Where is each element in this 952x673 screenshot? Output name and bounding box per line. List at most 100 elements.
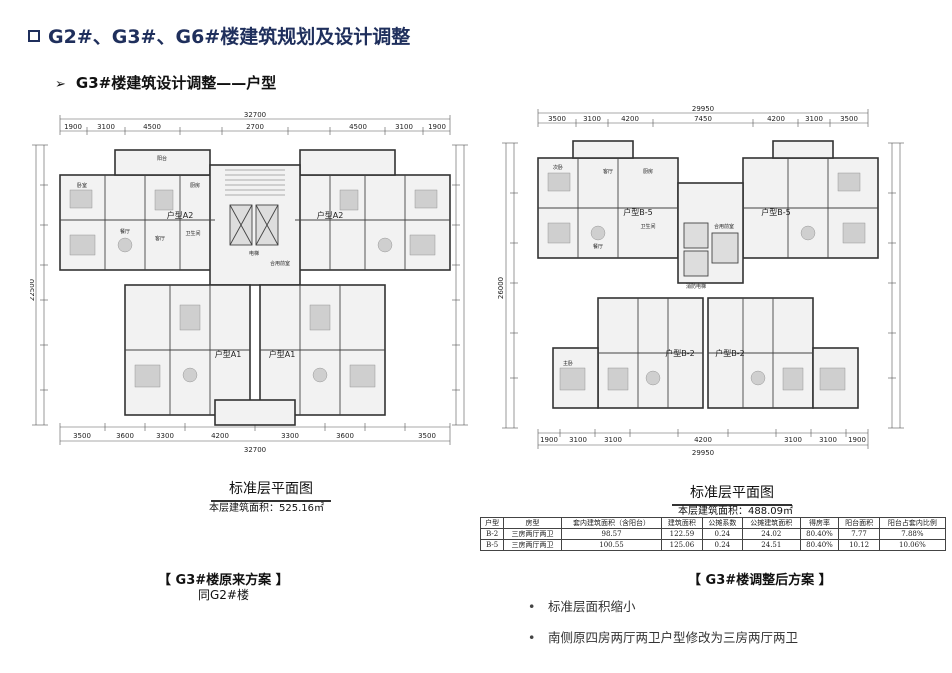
left-side-total: 22500: [30, 279, 36, 301]
right-bottom-dim: 3100: [819, 436, 837, 444]
table-cell: 7.77: [838, 528, 880, 540]
room-label: 厨房: [643, 168, 653, 175]
left-bottom-total: 32700: [244, 446, 266, 454]
page-title: G2#、G3#、G6#楼建筑规划及设计调整: [28, 22, 410, 49]
room-label: 合用前室: [714, 223, 734, 230]
original-scheme-note: 同G2#楼: [198, 588, 249, 602]
right-top-total: 29950: [692, 105, 714, 113]
table-row: B-5 三房两厅两卫 100.55 125.06 0.24 24.51 80.4…: [479, 539, 947, 551]
table-header-cell: 阳台面积: [838, 517, 880, 529]
left-bottom-dim: 3300: [281, 432, 299, 440]
left-top-dim: 3100: [395, 123, 413, 131]
right-plan-area: 本层建筑面积：488.09㎡: [678, 506, 793, 517]
right-bottom-dim: 1900: [848, 436, 866, 444]
right-bottom-dim: 3100: [784, 436, 802, 444]
table-cell: 24.51: [742, 539, 801, 551]
table-cell: 100.55: [560, 539, 663, 551]
table-header-cell: 得房率: [799, 517, 840, 529]
unit-label: 户型A2: [167, 210, 194, 220]
right-top-dim: 4200: [621, 115, 639, 123]
right-bottom-dim: 3100: [569, 436, 587, 444]
table-cell: 7.88%: [878, 528, 947, 540]
room-label: 主卧: [563, 360, 573, 367]
left-bottom-dim: 3300: [156, 432, 174, 440]
left-bottom-dim: 3600: [116, 432, 134, 440]
table-row: B-2 三房两厅两卫 98.57 122.59 0.24 24.02 80.40…: [479, 528, 947, 540]
table-cell: 122.59: [661, 528, 703, 540]
arrow-bullet-icon: ➢: [55, 77, 66, 92]
table-cell: 125.06: [661, 539, 703, 551]
table-cell: 10.06%: [878, 539, 947, 551]
left-bottom-dim: 3500: [418, 432, 436, 440]
room-label: 阳台: [157, 155, 167, 162]
room-label: 卧室: [77, 182, 87, 189]
unit-label: 户型A2: [317, 210, 344, 220]
room-label: 餐厅: [593, 243, 603, 250]
table-cell: B-2: [479, 528, 505, 540]
right-bottom-dim: 1900: [540, 436, 558, 444]
section-subtitle-text: G3#楼建筑设计调整——户型: [75, 74, 277, 92]
adjusted-scheme-title: 【 G3#楼调整后方案 】: [688, 573, 832, 588]
original-scheme-title: 【 G3#楼原来方案 】: [158, 573, 289, 588]
table-header-cell: 建筑面积: [661, 517, 703, 529]
room-label: 客厅: [603, 168, 613, 175]
left-bottom-dim: 3600: [336, 432, 354, 440]
unit-label: 户型B-2: [665, 348, 694, 358]
left-plan-caption: 标准层平面图: [211, 478, 331, 502]
left-top-total: 32700: [244, 111, 266, 119]
right-top-dim: 3500: [548, 115, 566, 123]
table-cell: 三房两厅两卫: [503, 539, 562, 551]
table-cell: 80.40%: [799, 528, 840, 540]
list-item: 标准层面积缩小: [528, 596, 798, 615]
room-label: 客厅: [155, 235, 165, 242]
right-top-dim: 3100: [805, 115, 823, 123]
checkbox-square-icon: [28, 30, 40, 42]
right-top-dim: 7450: [694, 115, 712, 123]
unit-area-table: 户型 房型 套内建筑面积（含阳台） 建筑面积 公摊系数 公摊建筑面积 得房率 阳…: [479, 517, 947, 551]
table-header-cell: 房型: [503, 517, 562, 529]
left-top-dim: 1900: [64, 123, 82, 131]
left-top-dim: 4500: [349, 123, 367, 131]
room-label: 次卧: [553, 164, 563, 171]
table-header-cell: 户型: [479, 517, 505, 529]
room-label: 餐厅: [120, 228, 130, 235]
room-label: 厨房: [190, 182, 200, 189]
left-top-dim: 1900: [428, 123, 446, 131]
right-top-dim: 3100: [583, 115, 601, 123]
section-subtitle: ➢ G3#楼建筑设计调整——户型: [55, 72, 276, 93]
left-plan-area: 本层建筑面积：525.16㎡: [209, 503, 324, 514]
table-header-row: 户型 房型 套内建筑面积（含阳台） 建筑面积 公摊系数 公摊建筑面积 得房率 阳…: [479, 517, 947, 529]
list-item: 南侧原四房两厅两卫户型修改为三房两厅两卫: [528, 627, 798, 646]
right-floor-plan: 29950 3500 3100 4200 7450 4200 3100 3500…: [498, 105, 904, 457]
right-side-total: 26000: [498, 277, 505, 299]
table-cell: 三房两厅两卫: [503, 528, 562, 540]
table-cell: 0.24: [701, 539, 744, 551]
table-header-cell: 阳台占套内比例: [878, 517, 947, 529]
room-label: 消防电梯: [686, 283, 706, 290]
unit-label: 户型B-5: [623, 207, 652, 217]
left-bottom-dim: 3500: [73, 432, 91, 440]
left-top-dim: 3100: [97, 123, 115, 131]
room-label: 卫生间: [185, 230, 200, 237]
table-header-cell: 公摊建筑面积: [742, 517, 801, 529]
unit-label: 户型B-2: [715, 348, 744, 358]
table-header-cell: 公摊系数: [701, 517, 744, 529]
right-top-dim: 3500: [840, 115, 858, 123]
room-label: 电梯: [249, 250, 259, 257]
room-label: 合用前室: [270, 260, 290, 267]
left-bottom-dim: 4200: [211, 432, 229, 440]
right-bottom-total: 29950: [692, 449, 714, 457]
left-top-dim: 2700: [246, 123, 264, 131]
right-top-dim: 4200: [767, 115, 785, 123]
left-floor-plan: 32700 1900 3100 4500 2700 4500 3100 1900…: [30, 111, 468, 454]
adjustment-notes: 标准层面积缩小 南侧原四房两厅两卫户型修改为三房两厅两卫: [528, 596, 798, 658]
right-bottom-dim: 4200: [694, 436, 712, 444]
unit-label: 户型A1: [215, 349, 242, 359]
unit-label: 户型B-5: [761, 207, 790, 217]
unit-label: 户型A1: [269, 349, 296, 359]
table-cell: 0.24: [701, 528, 744, 540]
table-cell: 98.57: [560, 528, 663, 540]
table-header-cell: 套内建筑面积（含阳台）: [560, 517, 663, 529]
table-cell: 24.02: [742, 528, 801, 540]
table-cell: 10.12: [838, 539, 880, 551]
